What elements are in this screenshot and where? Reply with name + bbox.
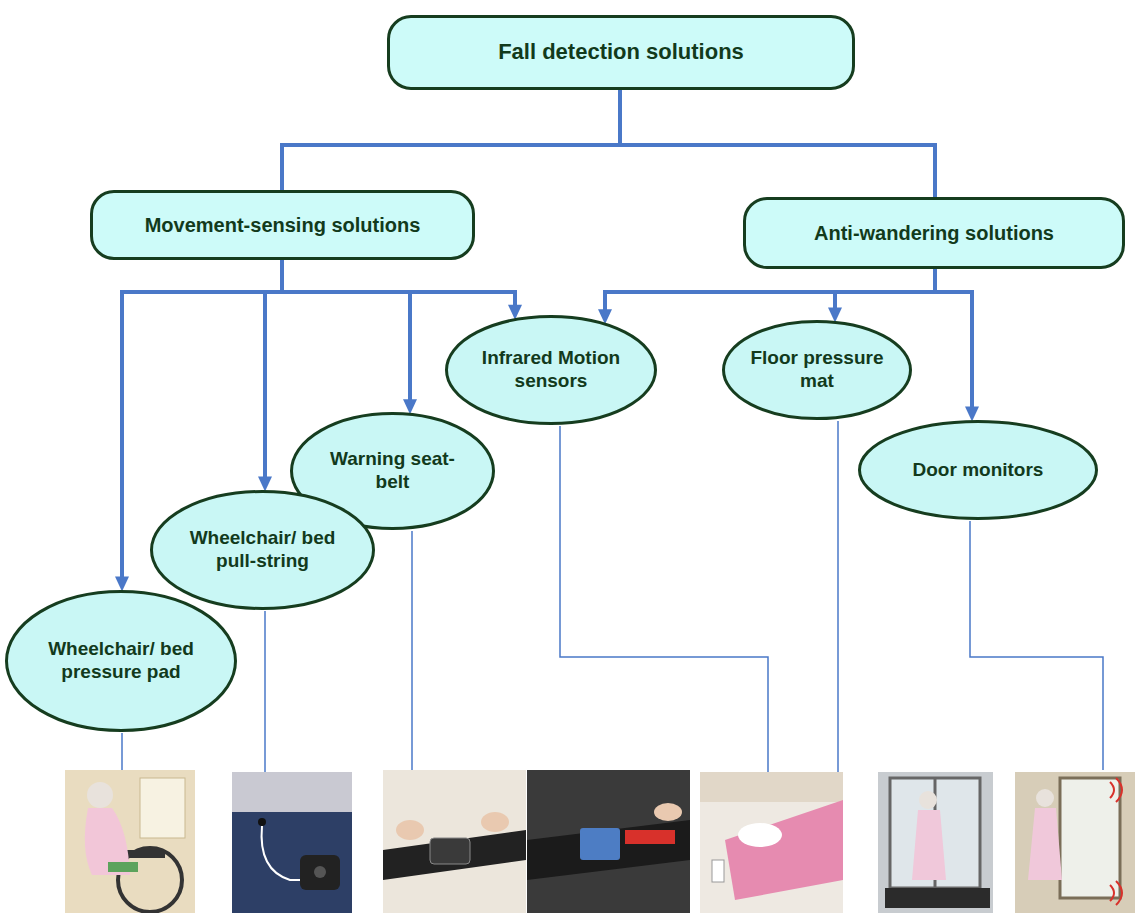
- connector: [828, 269, 935, 322]
- connector: [258, 260, 282, 492]
- node-text-group: Wheelchair/ bed pressure pad: [35, 638, 207, 684]
- connector: [282, 90, 620, 190]
- connector-line: [620, 90, 935, 197]
- connector-line: [935, 269, 972, 410]
- root-box: Fall detection solutions: [387, 15, 855, 90]
- node-text-group: Anti-wandering solutions: [814, 221, 1054, 245]
- photo-motion-sensor-bed: [700, 772, 843, 913]
- node-label: Door monitors: [913, 459, 1044, 482]
- node-text-group: Door monitors: [913, 459, 1044, 482]
- solution-ellipse: Infrared Motion sensors: [445, 315, 657, 425]
- leader-line: [560, 426, 768, 772]
- photo-floor-mat-door: [878, 772, 993, 913]
- arrowhead: [258, 477, 272, 492]
- photo-seat-belt-buckle: [383, 770, 526, 913]
- node-text-group: Movement-sensing solutions: [145, 213, 421, 237]
- solution-ellipse: Wheelchair/ bed pressure pad: [5, 590, 237, 732]
- node-text-group: Fall detection solutions: [498, 39, 744, 65]
- leader-line: [970, 521, 1103, 770]
- node-label: Warning seat-belt: [317, 448, 469, 494]
- connector: [935, 269, 979, 422]
- category-box: Anti-wandering solutions: [743, 197, 1125, 269]
- node-text-group: Warning seat-belt: [317, 448, 469, 494]
- solution-ellipse: Door monitors: [858, 420, 1098, 520]
- arrowhead: [965, 407, 979, 422]
- leader-line: [121, 733, 123, 770]
- node-text-group: Wheelchair/ bed pull-string: [179, 527, 346, 573]
- node-label: Infrared Motion sensors: [473, 347, 630, 393]
- connector: [282, 260, 522, 320]
- connector: [598, 269, 935, 324]
- connector-line: [282, 90, 620, 190]
- connector-line: [282, 260, 410, 402]
- node-text-group: Infrared Motion sensors: [473, 347, 630, 393]
- category-box: Movement-sensing solutions: [90, 190, 475, 260]
- photo-pressure-pad: [65, 770, 195, 913]
- leader-line: [264, 611, 266, 772]
- node-label: Floor pressure mat: [747, 347, 888, 393]
- connector: [282, 260, 417, 414]
- node-label: Fall detection solutions: [498, 39, 744, 65]
- node-label: Wheelchair/ bed pull-string: [179, 527, 346, 573]
- node-label: Movement-sensing solutions: [145, 213, 421, 237]
- photo-pull-string: [232, 772, 352, 913]
- connector-line: [835, 269, 935, 310]
- photo-seat-belt-alarm: [527, 770, 690, 913]
- solution-ellipse: Wheelchair/ bed pull-string: [150, 490, 375, 610]
- solution-ellipse: Floor pressure mat: [722, 320, 912, 420]
- leader-lines: [122, 421, 1103, 772]
- leader-line: [411, 531, 413, 770]
- arrowhead: [403, 399, 417, 414]
- node-label: Anti-wandering solutions: [814, 221, 1054, 245]
- connector-line: [282, 260, 515, 308]
- leader-line: [837, 421, 839, 772]
- node-label: Wheelchair/ bed pressure pad: [35, 638, 207, 684]
- arrowhead: [115, 577, 129, 592]
- photo-door-monitor: [1015, 772, 1135, 913]
- arrowhead: [828, 307, 842, 322]
- connector-line: [605, 269, 935, 312]
- connector-line: [265, 260, 282, 480]
- connector: [620, 90, 935, 197]
- node-text-group: Floor pressure mat: [747, 347, 888, 393]
